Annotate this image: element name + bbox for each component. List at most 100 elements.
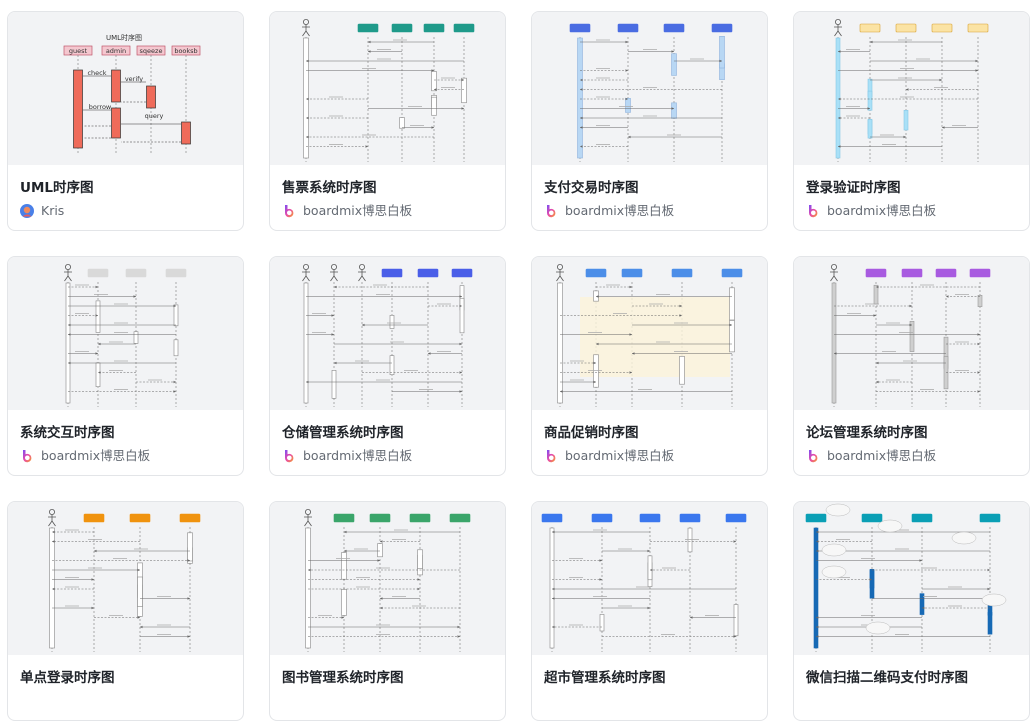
arrow-head (978, 390, 981, 393)
template-card-library[interactable]: 图书管理系统时序图 (269, 501, 506, 721)
arrow-head (874, 314, 877, 317)
activation-bar (978, 295, 982, 306)
template-title[interactable]: 超市管理系统时序图 (544, 669, 755, 687)
template-card-wechatpay[interactable]: 微信扫描二维码支付时序图 (793, 501, 1030, 721)
template-title[interactable]: 微信扫描二维码支付时序图 (806, 669, 1017, 687)
arrow-head (96, 352, 99, 355)
template-title[interactable]: 仓储管理系统时序图 (282, 424, 493, 442)
boardmix-logo-icon (806, 204, 820, 218)
template-card-ticket[interactable]: 售票系统时序图 boardmix博思白板 (269, 11, 506, 231)
template-title[interactable]: 支付交易时序图 (544, 179, 755, 197)
activation-bar (306, 528, 311, 648)
template-thumbnail[interactable] (532, 502, 767, 655)
arrow-head (332, 314, 335, 317)
sequence-diagram-preview (794, 257, 1029, 410)
lifeline-header (542, 514, 562, 522)
activation-bar (550, 528, 554, 648)
author-name: boardmix博思白板 (41, 448, 150, 464)
lifeline-header (672, 269, 692, 277)
activation-bar (342, 589, 347, 615)
template-title[interactable]: 商品促销时序图 (544, 424, 755, 442)
comment-bubble (866, 622, 890, 634)
activation-bar (112, 108, 121, 138)
arrow-head (458, 635, 461, 638)
template-thumbnail[interactable] (270, 257, 505, 410)
lifeline-header (936, 269, 956, 277)
lifeline-header (88, 269, 108, 277)
template-thumbnail[interactable] (8, 257, 243, 410)
template-thumbnail[interactable] (532, 12, 767, 165)
activation-bar (680, 356, 685, 384)
activation-bar (460, 298, 464, 333)
lifeline-header (722, 269, 742, 277)
template-card-forum[interactable]: 论坛管理系统时序图 boardmix博思白板 (793, 256, 1030, 476)
template-title[interactable]: 系统交互时序图 (20, 424, 231, 442)
sequence-diagram-preview (532, 12, 767, 165)
user-avatar-icon (20, 204, 34, 218)
activation-bar (50, 528, 55, 648)
arrow-head (870, 41, 873, 44)
boardmix-logo-icon (282, 449, 296, 463)
template-author: boardmix博思白板 (544, 203, 755, 219)
author-name: Kris (41, 203, 64, 219)
author-name: boardmix博思白板 (303, 448, 412, 464)
template-thumbnail[interactable] (8, 502, 243, 655)
activation-bar (578, 38, 583, 158)
template-title[interactable]: 论坛管理系统时序图 (806, 424, 1017, 442)
template-title[interactable]: 登录验证时序图 (806, 179, 1017, 197)
activation-bar (720, 36, 725, 68)
template-author: Kris (20, 203, 231, 219)
activation-bar (600, 614, 604, 631)
arrow-head (648, 550, 651, 553)
arrow-head (460, 371, 463, 374)
arrow-head (910, 305, 913, 308)
comment-bubble (826, 504, 850, 516)
template-thumbnail[interactable] (270, 12, 505, 165)
activation-bar (147, 86, 156, 108)
arrow-head (876, 381, 879, 384)
template-card-supermarket[interactable]: 超市管理系统时序图 (531, 501, 768, 721)
lifeline-header (680, 514, 700, 522)
activation-bar (836, 38, 840, 158)
lifeline-header (180, 514, 200, 522)
sequence-diagram-preview (794, 12, 1029, 165)
actor-figure-icon (302, 264, 310, 281)
template-card-warehouse[interactable]: 仓储管理系统时序图 boardmix博思白板 (269, 256, 506, 476)
author-name: boardmix博思白板 (303, 203, 412, 219)
lifeline-header (452, 269, 472, 277)
lifeline-header (424, 24, 444, 32)
arrow-head (188, 635, 191, 638)
arrow-head (344, 550, 347, 553)
lifeline-header (622, 269, 642, 277)
lifeline-header (570, 24, 590, 32)
template-title[interactable]: 图书管理系统时序图 (282, 669, 493, 687)
template-thumbnail[interactable] (794, 12, 1029, 165)
template-title[interactable]: 售票系统时序图 (282, 179, 493, 197)
template-title[interactable]: UML时序图 (20, 179, 231, 197)
lifeline-header (860, 24, 880, 32)
author-name: boardmix博思白板 (827, 448, 936, 464)
activation-bar (96, 301, 100, 333)
template-thumbnail[interactable] (794, 502, 1029, 655)
lifeline-header (382, 269, 402, 277)
template-thumbnail[interactable] (532, 257, 767, 410)
template-card-interaction[interactable]: 系统交互时序图 boardmix博思白板 (7, 256, 244, 476)
activation-bar (378, 544, 383, 557)
diagram-title: UML时序图 (106, 33, 142, 42)
activation-bar (462, 78, 467, 103)
template-thumbnail[interactable] (794, 257, 1029, 410)
arrow-head (334, 286, 337, 289)
template-card-payment[interactable]: 支付交易时序图 boardmix博思白板 (531, 11, 768, 231)
template-card-login[interactable]: 登录验证时序图 boardmix博思白板 (793, 11, 1030, 231)
lifeline-header (126, 269, 146, 277)
lifeline-label: sqeeze (140, 47, 163, 55)
template-thumbnail[interactable] (270, 502, 505, 655)
template-author: boardmix博思白板 (806, 203, 1017, 219)
template-card-sso[interactable]: 单点登录时序图 (7, 501, 244, 721)
template-title[interactable]: 单点登录时序图 (20, 669, 231, 687)
sequence-diagram-preview (270, 12, 505, 165)
